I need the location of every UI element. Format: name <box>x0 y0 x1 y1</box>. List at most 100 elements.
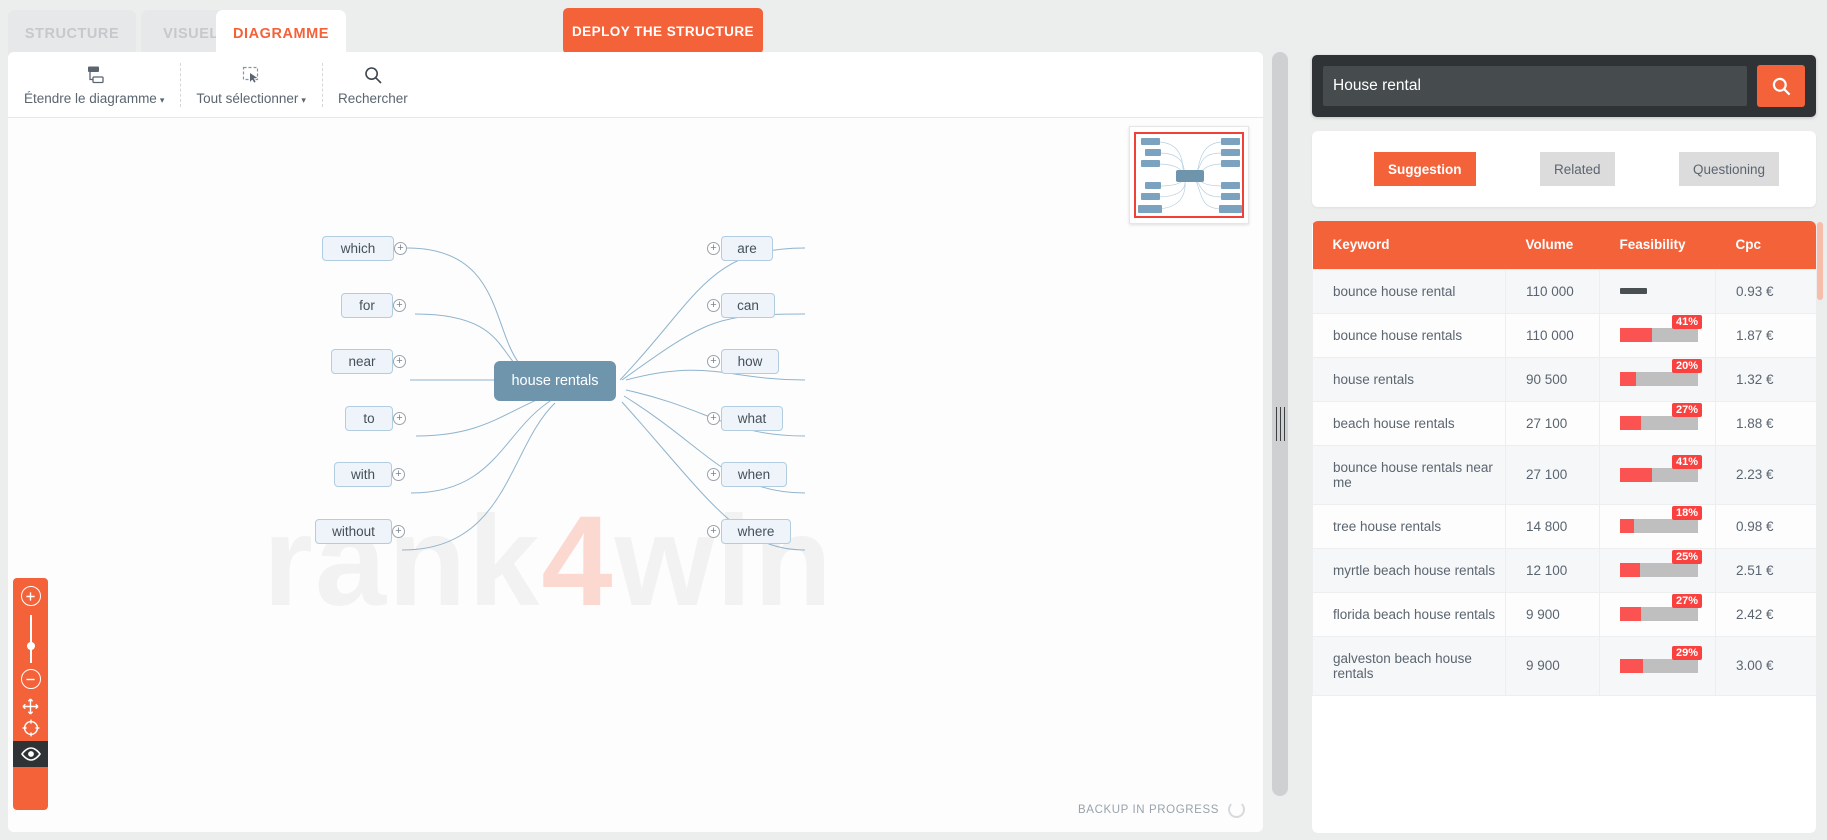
cell-volume: 110 000 <box>1505 312 1600 358</box>
deploy-structure-button[interactable]: DEPLOY THE STRUCTURE <box>563 8 763 54</box>
mindmap-node-for[interactable]: for <box>341 293 393 318</box>
pan-move-icon[interactable] <box>19 695 43 717</box>
expand-plus-icon[interactable]: + <box>393 355 406 368</box>
visibility-toggle[interactable] <box>13 741 48 767</box>
mindmap-node-can[interactable]: can <box>721 293 775 318</box>
expand-plus-icon[interactable]: + <box>707 299 720 312</box>
cell-keyword: beach house rentals <box>1312 400 1506 446</box>
diagram-canvas[interactable]: rank4win <box>8 118 1263 832</box>
expand-plus-icon[interactable]: + <box>393 412 406 425</box>
cell-keyword: florida beach house rentals <box>1312 591 1506 637</box>
mindmap-node-when[interactable]: when <box>721 462 787 487</box>
feasibility-bar: 25% <box>1620 550 1702 577</box>
mindmap-node-with[interactable]: with <box>334 462 392 487</box>
search-icon <box>1772 77 1790 95</box>
zoom-out-button[interactable] <box>20 669 41 689</box>
expand-diagram-label: Étendre le diagramme▾ <box>24 91 165 106</box>
feasibility-percent-badge: 29% <box>1671 645 1702 660</box>
feasibility-bar-fill <box>1620 372 1636 386</box>
mindmap-node-how[interactable]: how <box>721 349 779 374</box>
expand-plus-icon[interactable]: + <box>394 242 407 255</box>
cell-feasibility: 27% <box>1599 591 1716 637</box>
minimap-preview <box>1138 138 1242 213</box>
backup-status-label: BACKUP IN PROGRESS <box>1078 803 1219 816</box>
zoom-slider[interactable] <box>26 615 35 663</box>
mode-questioning-button[interactable]: Questioning <box>1679 152 1780 186</box>
mindmap-node-are[interactable]: are <box>721 236 773 261</box>
column-header-keyword[interactable]: Keyword <box>1312 221 1506 269</box>
cell-feasibility: 18% <box>1599 503 1716 549</box>
mindmap-node-what[interactable]: what <box>721 406 783 431</box>
expand-plus-icon[interactable]: + <box>707 242 720 255</box>
keyword-table: Keyword Volume Feasibility Cpc bounce ho… <box>1312 221 1816 696</box>
mindmap-node-where[interactable]: where <box>721 519 791 544</box>
keyword-pane: Suggestion Related Questioning Keyword V… <box>1300 0 1827 840</box>
column-header-volume[interactable]: Volume <box>1505 221 1600 269</box>
feasibility-bar-fill <box>1620 607 1641 621</box>
search-input[interactable] <box>1323 66 1747 106</box>
expand-plus-icon[interactable]: + <box>707 525 720 538</box>
feasibility-bar: 18% <box>1620 506 1702 533</box>
expand-plus-icon[interactable]: + <box>707 468 720 481</box>
expand-diagram-tool[interactable]: Étendre le diagramme▾ <box>8 59 180 111</box>
feasibility-percent-badge: 27% <box>1671 594 1702 608</box>
cell-cpc: 0.93 € <box>1715 268 1816 314</box>
mindmap-node-which[interactable]: which <box>322 236 394 261</box>
cell-keyword: bounce house rentals near me <box>1312 444 1506 505</box>
recenter-target-icon[interactable] <box>19 717 43 739</box>
column-header-cpc[interactable]: Cpc <box>1715 221 1816 269</box>
mindmap-center-node[interactable]: house rentals <box>494 361 616 401</box>
tab-strip: STRUCTURE VISUEL DIAGRAMME DEPLOY THE ST… <box>0 0 1268 58</box>
diagram-toolbar: Étendre le diagramme▾ Tout sélectionner▾ <box>8 52 1263 118</box>
feasibility-bar: 29% <box>1620 645 1702 673</box>
search-tool[interactable]: Rechercher <box>321 59 424 111</box>
feasibility-percent-badge: 41% <box>1671 315 1702 329</box>
minimap[interactable] <box>1129 126 1249 224</box>
table-scrollbar-thumb[interactable] <box>1817 222 1823 300</box>
cell-cpc: 2.23 € <box>1715 444 1816 505</box>
mindmap-node-to[interactable]: to <box>345 406 393 431</box>
tab-diagramme[interactable]: DIAGRAMME <box>216 10 346 58</box>
mode-selector-card: Suggestion Related Questioning <box>1312 131 1816 207</box>
feasibility-percent-badge: 25% <box>1671 550 1702 564</box>
mindmap-node-near[interactable]: near <box>331 349 393 374</box>
chevron-down-icon: ▾ <box>159 95 165 105</box>
feasibility-bar: 41% <box>1620 454 1702 482</box>
feasibility-bar-fill <box>1620 328 1652 342</box>
zoom-slider-thumb[interactable] <box>26 641 35 650</box>
pane-splitter[interactable] <box>1272 52 1288 796</box>
expand-plus-icon[interactable]: + <box>707 355 720 368</box>
mode-related-button[interactable]: Related <box>1540 152 1615 186</box>
select-all-tool[interactable]: Tout sélectionner▾ <box>180 59 322 111</box>
expand-plus-icon[interactable]: + <box>392 525 405 538</box>
search-submit-button[interactable] <box>1757 65 1805 107</box>
mindmap-node-without[interactable]: without <box>315 519 392 544</box>
tab-structure[interactable]: STRUCTURE <box>8 10 136 58</box>
expand-plus-icon[interactable]: + <box>707 412 720 425</box>
search-bar <box>1312 55 1816 117</box>
cell-cpc: 3.00 € <box>1715 635 1816 696</box>
zoom-in-button[interactable] <box>20 586 41 606</box>
feasibility-bar: 27% <box>1620 594 1702 621</box>
expand-plus-icon[interactable]: + <box>392 468 405 481</box>
cell-volume: 9 900 <box>1505 591 1600 637</box>
feasibility-percent-badge: 41% <box>1671 454 1702 469</box>
minimap-viewport-frame[interactable] <box>1134 132 1244 218</box>
cell-keyword: myrtle beach house rentals <box>1312 547 1506 593</box>
backup-status: BACKUP IN PROGRESS <box>1078 801 1245 818</box>
cell-volume: 27 100 <box>1505 444 1600 505</box>
column-header-feasibility[interactable]: Feasibility <box>1599 221 1716 269</box>
feasibility-bar-fill <box>1620 467 1652 482</box>
mode-suggestion-button[interactable]: Suggestion <box>1374 152 1476 186</box>
expand-plus-icon[interactable]: + <box>393 299 406 312</box>
